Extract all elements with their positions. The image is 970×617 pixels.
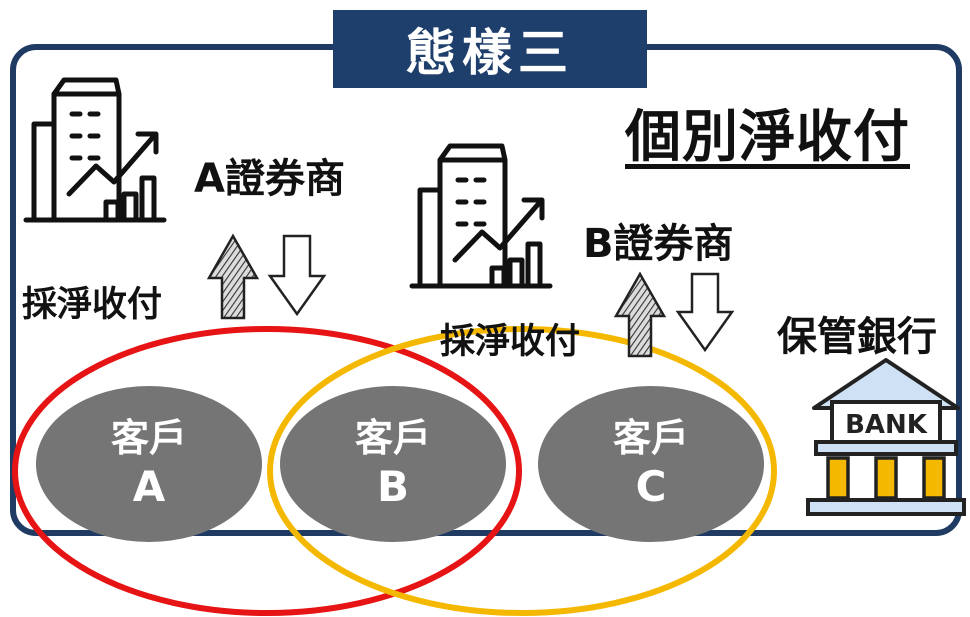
group-b-ring [267,326,777,616]
arrow-up-icon [206,233,260,320]
client-b-word: 客戶 [354,416,431,460]
client-a-letter: A [132,462,166,511]
pattern-tag: 態樣三 [333,10,647,88]
net-settlement-label-b: 採淨收付 [440,322,581,362]
group-a-ring [12,326,522,616]
net-settlement-label-a: 採淨收付 [22,285,163,325]
office-building-growth-icon [23,77,167,223]
client-c-letter: C [635,462,667,511]
client-b-letter: B [376,462,409,511]
diagram-title: 個別淨收付 [625,105,910,170]
broker-b-label: B證券商 [583,221,734,267]
client-c-bubble: 客戶 C [538,386,764,542]
broker-a-label: A證券商 [194,156,345,202]
bank-sign-text: BANK [845,410,928,440]
client-b-bubble: 客戶 B [280,386,506,542]
custodian-bank-label: 保管銀行 [777,314,937,360]
arrow-down-icon [267,234,327,317]
client-a-word: 客戶 [110,416,187,460]
office-building-growth-icon [409,143,553,289]
arrow-up-icon [613,271,667,358]
arrow-down-icon [675,272,735,353]
client-a-bubble: 客戶 A [36,386,262,542]
bank-building-icon: BANK [806,358,966,516]
client-c-word: 客戶 [612,416,689,460]
